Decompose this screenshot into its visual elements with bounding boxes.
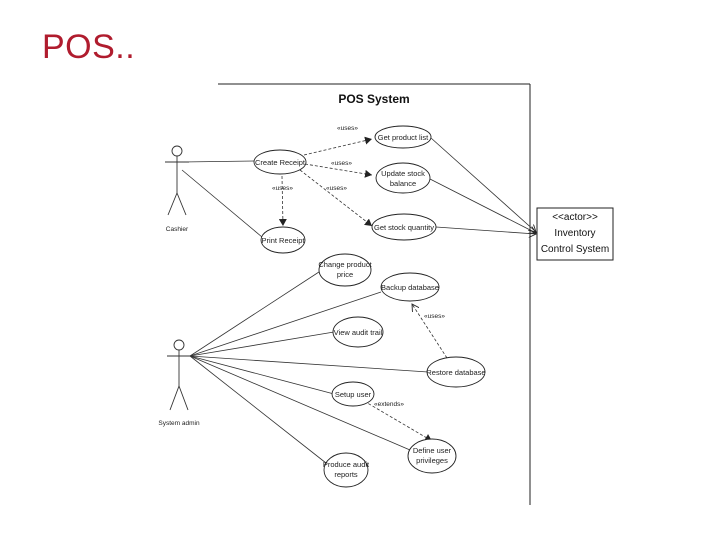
inventory-stereotype: <<actor>> [552, 212, 598, 223]
use-case-update-stock-balance [375, 162, 431, 194]
admin-associations [189, 269, 429, 464]
use-case-label-create-receipt: Create Receipt [255, 158, 306, 167]
slide-title: POS.. [42, 28, 136, 66]
use-case-restore-database [426, 356, 486, 388]
use-case-label-produce-audit-1: Produce audit [323, 460, 370, 469]
uses-label-get-stock-quantity: «uses» [326, 185, 347, 192]
use-case-label-define-privileges-1: Define user [413, 446, 452, 455]
uses-label-get-product-list: «uses» [337, 125, 358, 132]
use-case-label-setup-user: Setup user [335, 390, 372, 399]
use-case-label-change-price-1: Change product [318, 260, 372, 269]
use-case-label-update-stock-1: Update stock [381, 169, 425, 178]
use-case-label-produce-audit-2: reports [334, 470, 358, 479]
use-case-get-stock-quantity [371, 213, 437, 241]
use-case-label-update-stock-2: balance [390, 179, 416, 188]
use-case-label-get-stock-quantity: Get stock quantity [374, 223, 434, 232]
inventory-actor-box [536, 207, 614, 261]
use-case-setup-user [331, 381, 375, 407]
extends-label-define-privileges: «extends» [374, 401, 404, 408]
use-case-produce-audit-reports [323, 452, 369, 488]
uses-label-backup: «uses» [424, 313, 445, 320]
use-case-label-view-audit-trail: View audit trail [334, 328, 383, 337]
use-case-view-audit-trail [332, 316, 384, 348]
use-case-label-print-receipt: Print Receipt [262, 236, 306, 245]
cashier-label: Cashier [166, 226, 189, 233]
inventory-line-1: Inventory [554, 228, 595, 239]
use-case-label-restore-database: Restore database [426, 368, 485, 377]
uses-label-update-stock: «uses» [331, 160, 352, 167]
dependency-lines [278, 136, 448, 442]
use-case-define-user-privileges [407, 438, 457, 474]
use-case-ellipses [253, 125, 486, 488]
inventory-line-2: Control System [541, 244, 609, 255]
system-admin-actor [167, 339, 191, 411]
cashier-associations [181, 160, 263, 238]
use-case-create-receipt [253, 149, 307, 175]
use-case-label-backup-database: Backup database [381, 283, 439, 292]
system-title: POS System [338, 92, 409, 106]
use-case-print-receipt [260, 226, 306, 254]
use-case-get-product-list [374, 125, 432, 149]
inventory-associations [429, 137, 536, 234]
use-case-label-change-price-2: price [337, 270, 353, 279]
system-admin-label: System admin [158, 420, 200, 427]
use-case-label-get-product-list: Get product list [378, 133, 429, 142]
use-case-backup-database [380, 272, 440, 302]
use-case-label-define-privileges-2: privileges [416, 456, 448, 465]
uses-label-print-receipt: «uses» [272, 185, 293, 192]
use-case-change-product-price [318, 253, 372, 287]
